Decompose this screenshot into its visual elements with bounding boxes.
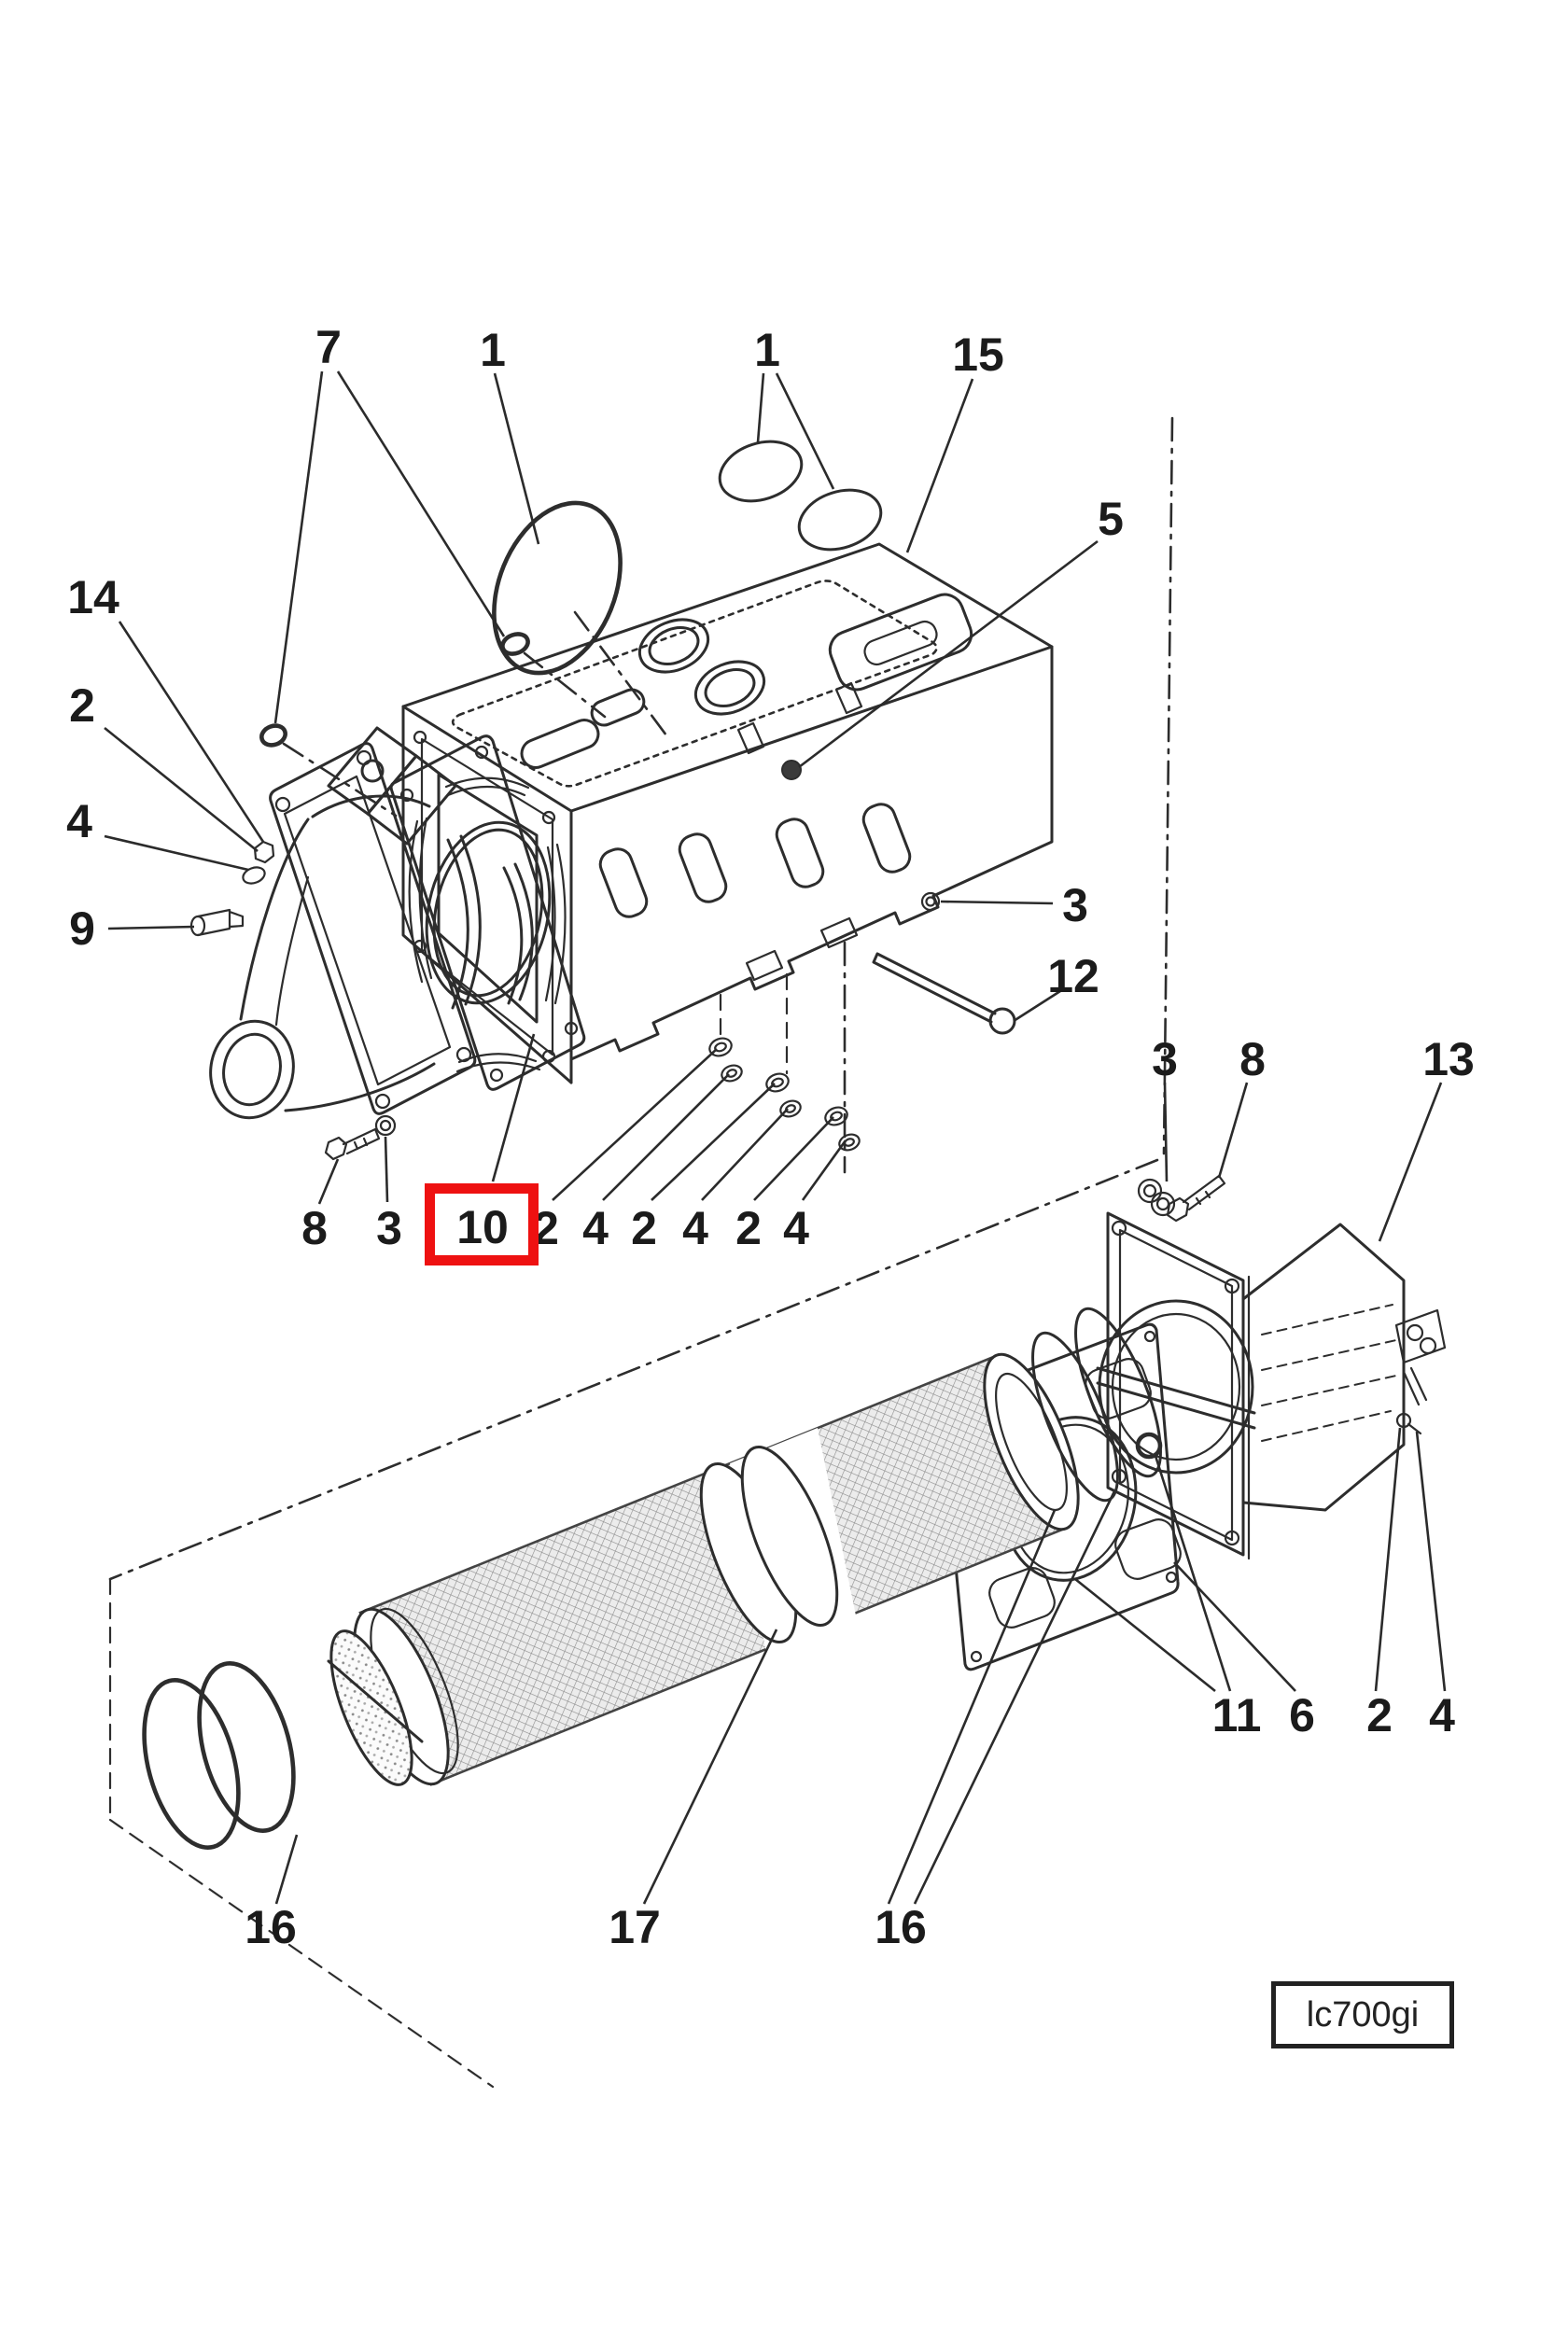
o-rings-1-7-plug-5 — [259, 440, 883, 780]
drawing-code-label: lc700gi — [1306, 1994, 1420, 2034]
callout-label-4: 4 — [582, 1202, 609, 1254]
construction-lines — [108, 416, 1174, 2089]
fasteners-2-4-rod-12 — [708, 891, 1016, 1152]
leader-lines — [104, 371, 1447, 1905]
callout-label-5: 5 — [1098, 493, 1124, 545]
filter-element-17 — [142, 1307, 1162, 1850]
callout-label-11: 11 — [1211, 1689, 1262, 1741]
callout-label-4: 4 — [66, 795, 92, 847]
callout-label-3: 3 — [1062, 879, 1088, 931]
callout-label-7: 7 — [315, 321, 342, 373]
callout-label-15: 15 — [952, 329, 1004, 381]
callout-label-8: 8 — [301, 1202, 328, 1254]
callout-label-3: 3 — [376, 1202, 402, 1254]
left-cover-assembly — [189, 726, 477, 1161]
highlight-box — [425, 1183, 539, 1265]
callout-label-4: 4 — [1429, 1689, 1455, 1741]
callout-label-2: 2 — [735, 1202, 762, 1254]
callout-label-1: 1 — [480, 324, 506, 376]
callout-label-2: 2 — [631, 1202, 657, 1254]
callout-label-17: 17 — [609, 1901, 661, 1953]
callout-label-2: 2 — [1366, 1689, 1393, 1741]
callout-label-6: 6 — [1289, 1689, 1315, 1741]
callout-label-13: 13 — [1422, 1033, 1475, 1085]
callout-label-16: 16 — [245, 1901, 297, 1953]
callout-label-3: 3 — [1152, 1033, 1178, 1085]
callout-label-10: 10 — [456, 1201, 509, 1253]
callout-label-16: 16 — [875, 1901, 927, 1953]
right-cover-assembly — [939, 1174, 1447, 1671]
callout-label-12: 12 — [1047, 950, 1099, 1002]
callout-label-9: 9 — [69, 902, 95, 955]
callout-label-8: 8 — [1239, 1033, 1266, 1085]
callout-label-4: 4 — [783, 1202, 809, 1254]
callout-label-4: 4 — [682, 1202, 708, 1254]
gasket-10 — [389, 734, 586, 1091]
housing-15 — [401, 542, 1054, 1084]
callout-label-2: 2 — [69, 679, 95, 732]
drawing-code-box: lc700gi — [1271, 1981, 1454, 2048]
callout-label-14: 14 — [67, 571, 119, 623]
callout-label-1: 1 — [754, 324, 780, 376]
